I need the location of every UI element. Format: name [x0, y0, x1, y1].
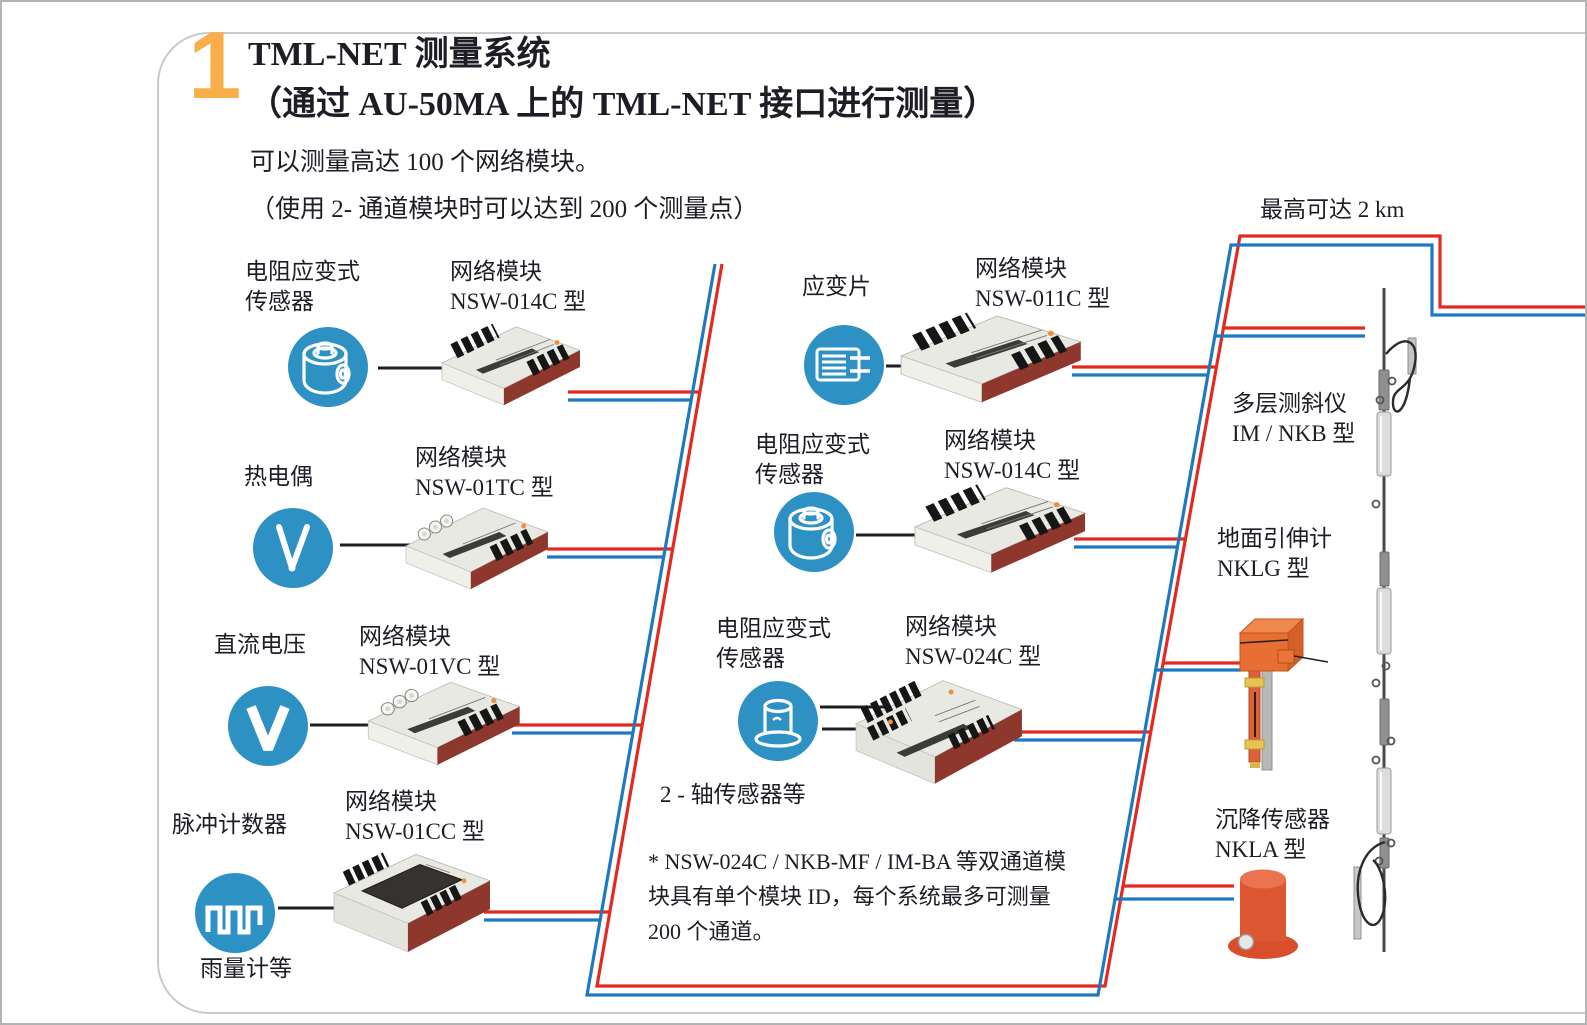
network-module-graphic: [441, 323, 581, 406]
page-title: TML-NET 测量系统: [248, 36, 551, 73]
network-module-graphic: [913, 484, 1087, 574]
dual-channel-footnote: * NSW-024C / NKB-MF / IM-BA 等双通道模 块具有单个模…: [648, 849, 1067, 944]
device-label: 多层测斜仪 IM / NKB 型: [1232, 391, 1356, 447]
thermocouple-icon: [253, 508, 333, 588]
distance-note: 最高可达 2 km: [1260, 197, 1405, 222]
sensor-label: 应变片: [802, 274, 871, 299]
sensor-label: 电阻应变式 传感器: [245, 259, 360, 315]
network-module-graphic: [367, 681, 521, 766]
network-module-graphic: [899, 312, 1083, 403]
sensor-label: 电阻应变式 传感器: [716, 616, 831, 672]
section-number: 1: [188, 12, 242, 119]
sensor-label: 电阻应变式 传感器: [755, 432, 870, 488]
sensor-sublabel: 2 - 轴传感器等: [660, 782, 806, 807]
page-title-line2: （通过 AU-50MA 上的 TML-NET 接口进行测量）: [248, 86, 998, 123]
load-cell-icon: [774, 492, 854, 572]
module-label: 网络模块 NSW-011C 型: [975, 256, 1111, 312]
network-module-graphic: [405, 507, 549, 590]
device-label: 地面引伸计 NKLG 型: [1217, 526, 1332, 582]
module-label: 网络模块 NSW-01TC 型: [415, 445, 554, 501]
sensor-label: 热电偶: [244, 464, 313, 489]
biaxial-sensor-icon: [738, 681, 818, 761]
module-label: 网络模块 NSW-014C 型: [450, 259, 587, 315]
sensor-label: 直流电压: [214, 632, 306, 657]
sensor-sublabel: 雨量计等: [200, 956, 292, 981]
module-label: 网络模块 NSW-01CC 型: [345, 789, 485, 845]
module-label: 网络模块 NSW-01VC 型: [359, 624, 501, 680]
dc-voltage-icon: [228, 686, 308, 766]
pulse-counter-icon: [195, 873, 275, 953]
sensor-label: 脉冲计数器: [172, 812, 287, 837]
extensometer-graphic: [1238, 617, 1329, 771]
strain-gauge-icon: [804, 325, 884, 405]
network-module-graphic: [855, 679, 1023, 785]
network-module-graphic: [332, 852, 492, 953]
subtitle-line2: （使用 2- 通道模块时可以达到 200 个测量点）: [250, 196, 759, 223]
subtitle-line1: 可以测量高达 100 个网络模块。: [250, 149, 601, 176]
module-label: 网络模块 NSW-014C 型: [944, 428, 1081, 484]
inclinometer-graphic: [1353, 288, 1417, 952]
load-cell-icon: [288, 327, 368, 407]
module-label: 网络模块 NSW-024C 型: [905, 614, 1042, 670]
settlement-sensor-graphic: [1228, 869, 1298, 959]
device-label: 沉降传感器 NKLA 型: [1215, 807, 1330, 863]
